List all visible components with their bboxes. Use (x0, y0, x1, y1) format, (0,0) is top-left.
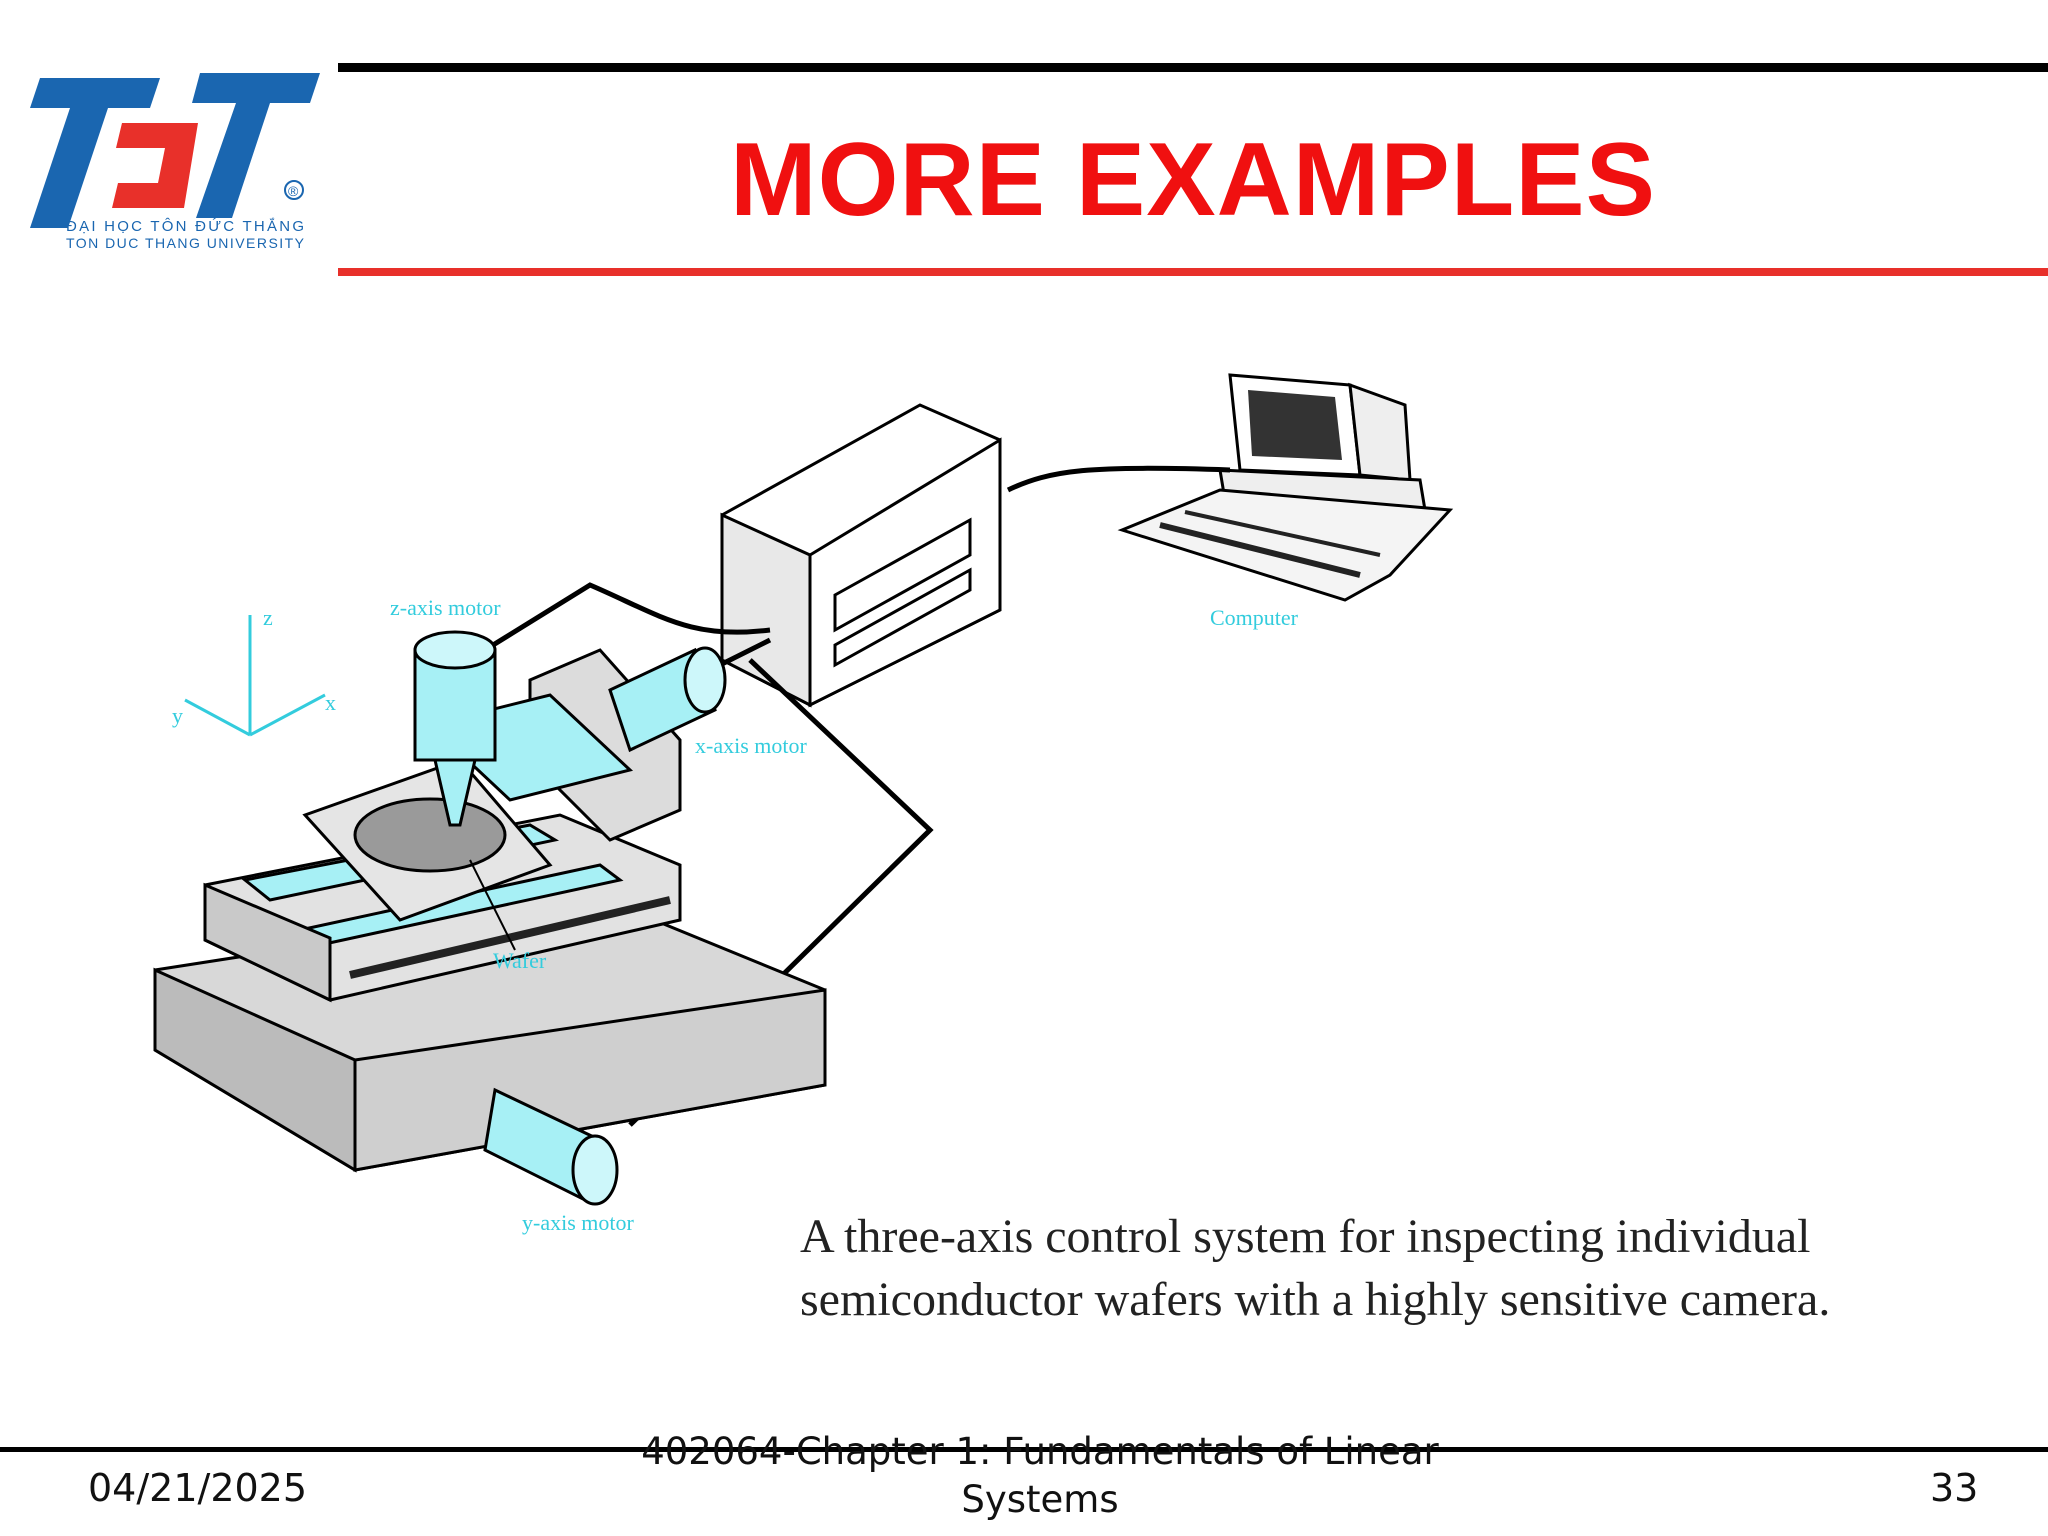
footer-date: 04/21/2025 (88, 1466, 308, 1510)
slide-title: MORE EXAMPLES (730, 122, 1656, 238)
university-logo: ® ĐẠI HỌC TÔN ĐỨC THẮNG TON DUC THANG UN… (30, 73, 320, 251)
z-axis-motor (413, 630, 497, 827)
axis-x-label: x (325, 690, 336, 715)
wafer-label: Wafer (493, 948, 547, 973)
x-axis-motor-label: x-axis motor (695, 733, 807, 758)
logo-name-en: TON DUC THANG UNIVERSITY (66, 235, 305, 251)
computer-icon (1117, 373, 1454, 602)
axis-y-label: y (172, 703, 183, 728)
footer-course-title: 402064-Chapter 1: Fundamentals of Linear… (641, 1430, 1439, 1521)
three-axis-system-illustration: z x y z-axis motor x-axis mo (153, 373, 1454, 1235)
x-axis-motor (608, 646, 727, 753)
wafer-plate (302, 758, 553, 922)
footer-page-number: 33 (1930, 1466, 1979, 1510)
controller-box (720, 403, 1002, 708)
y-axis-motor (483, 1087, 619, 1206)
footer-rule (0, 1447, 2048, 1452)
header-rule-red (338, 268, 2048, 276)
computer-label: Computer (1210, 605, 1299, 630)
logo-registered: ® (288, 183, 299, 199)
axis-z-label: z (263, 605, 273, 630)
header-rule-black (338, 63, 2048, 72)
z-axis-motor-label: z-axis motor (390, 595, 501, 620)
axis-triad (184, 615, 326, 737)
figure-caption: A three-axis control system for inspecti… (800, 1210, 1831, 1326)
y-axis-motor-label: y-axis motor (522, 1210, 634, 1235)
logo-name-vi: ĐẠI HỌC TÔN ĐỨC THẮNG (66, 217, 304, 235)
